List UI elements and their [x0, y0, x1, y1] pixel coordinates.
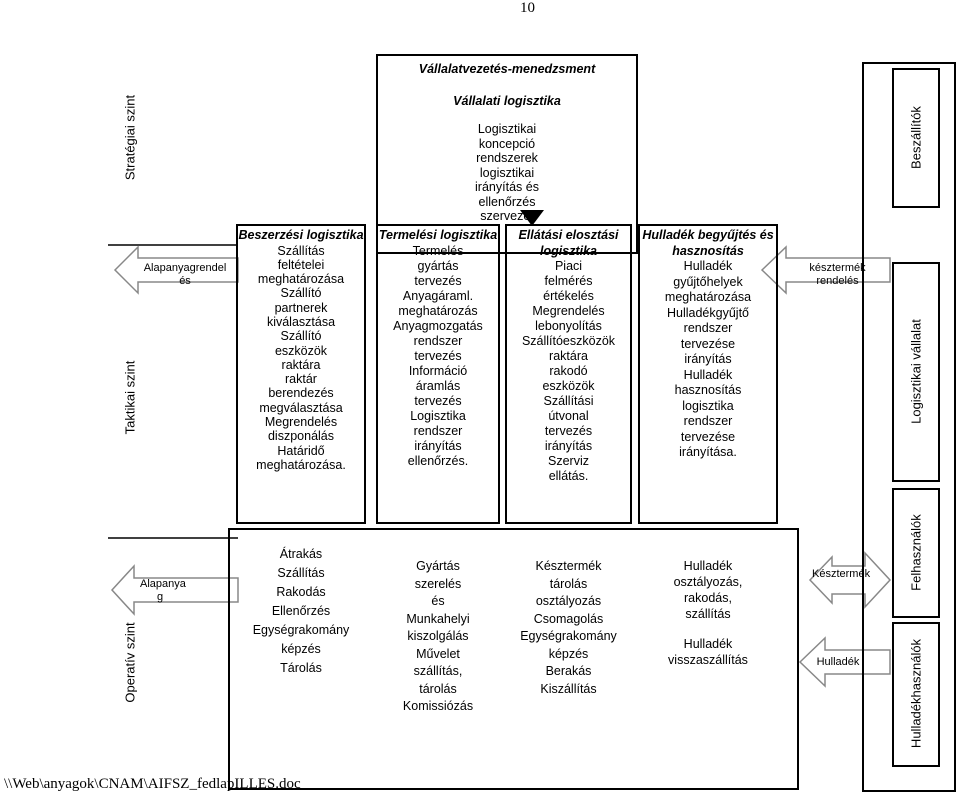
right-arrow-top-label: késztermék rendelés: [809, 262, 866, 287]
right-arrow-bottom-label: Hulladék: [816, 656, 860, 668]
left-arrow-top-label: Alapanyagrendel és: [143, 262, 227, 287]
top-box-subtitle: Vállalati logisztika: [453, 94, 561, 108]
top-box-title: Vállalatvezetés-menedzsment: [418, 62, 596, 76]
left-arrow-bottom-label: Alapanya g: [140, 578, 186, 603]
tactical-box-waste: [638, 224, 778, 524]
waste-users-label: Hulladékhasználók: [908, 638, 924, 749]
waste-users-box: [892, 622, 940, 767]
tactical-box-production: [376, 224, 500, 524]
page-number: 10: [520, 0, 535, 16]
logistics-frame: [228, 528, 799, 790]
suppliers-label: Beszállítók: [908, 106, 924, 169]
right-outer-box: [862, 62, 956, 792]
right-arrow-mid: [808, 551, 892, 609]
right-arrow-top: [760, 245, 891, 295]
left-arrow-bottom: [110, 564, 239, 616]
right-arrow-mid-label: Késztermék: [812, 568, 871, 580]
right-arrow-bottom: [798, 636, 891, 688]
company-box: [892, 262, 940, 482]
column-waste: Hulladék begyűjtés és hasznosítás Hullad…: [642, 228, 774, 459]
level-tactical: Taktikai szint: [122, 360, 138, 435]
level-strategic: Stratégiai szint: [122, 94, 138, 181]
company-label: Logisztikai vállalat: [908, 319, 924, 424]
tactical-box-distribution: [505, 224, 632, 524]
left-arrow-top: [113, 245, 239, 295]
footer-path: \\Web\anyagok\CNAM\AIFSZ_fedlapILLES.doc: [4, 776, 301, 792]
suppliers-box: [892, 68, 940, 208]
users-box: [892, 488, 940, 618]
users-label: Felhasználók: [908, 514, 924, 591]
top-box: [376, 54, 638, 254]
tactical-box-procurement: [236, 224, 366, 524]
level-operative: Operatív szint: [122, 622, 138, 703]
